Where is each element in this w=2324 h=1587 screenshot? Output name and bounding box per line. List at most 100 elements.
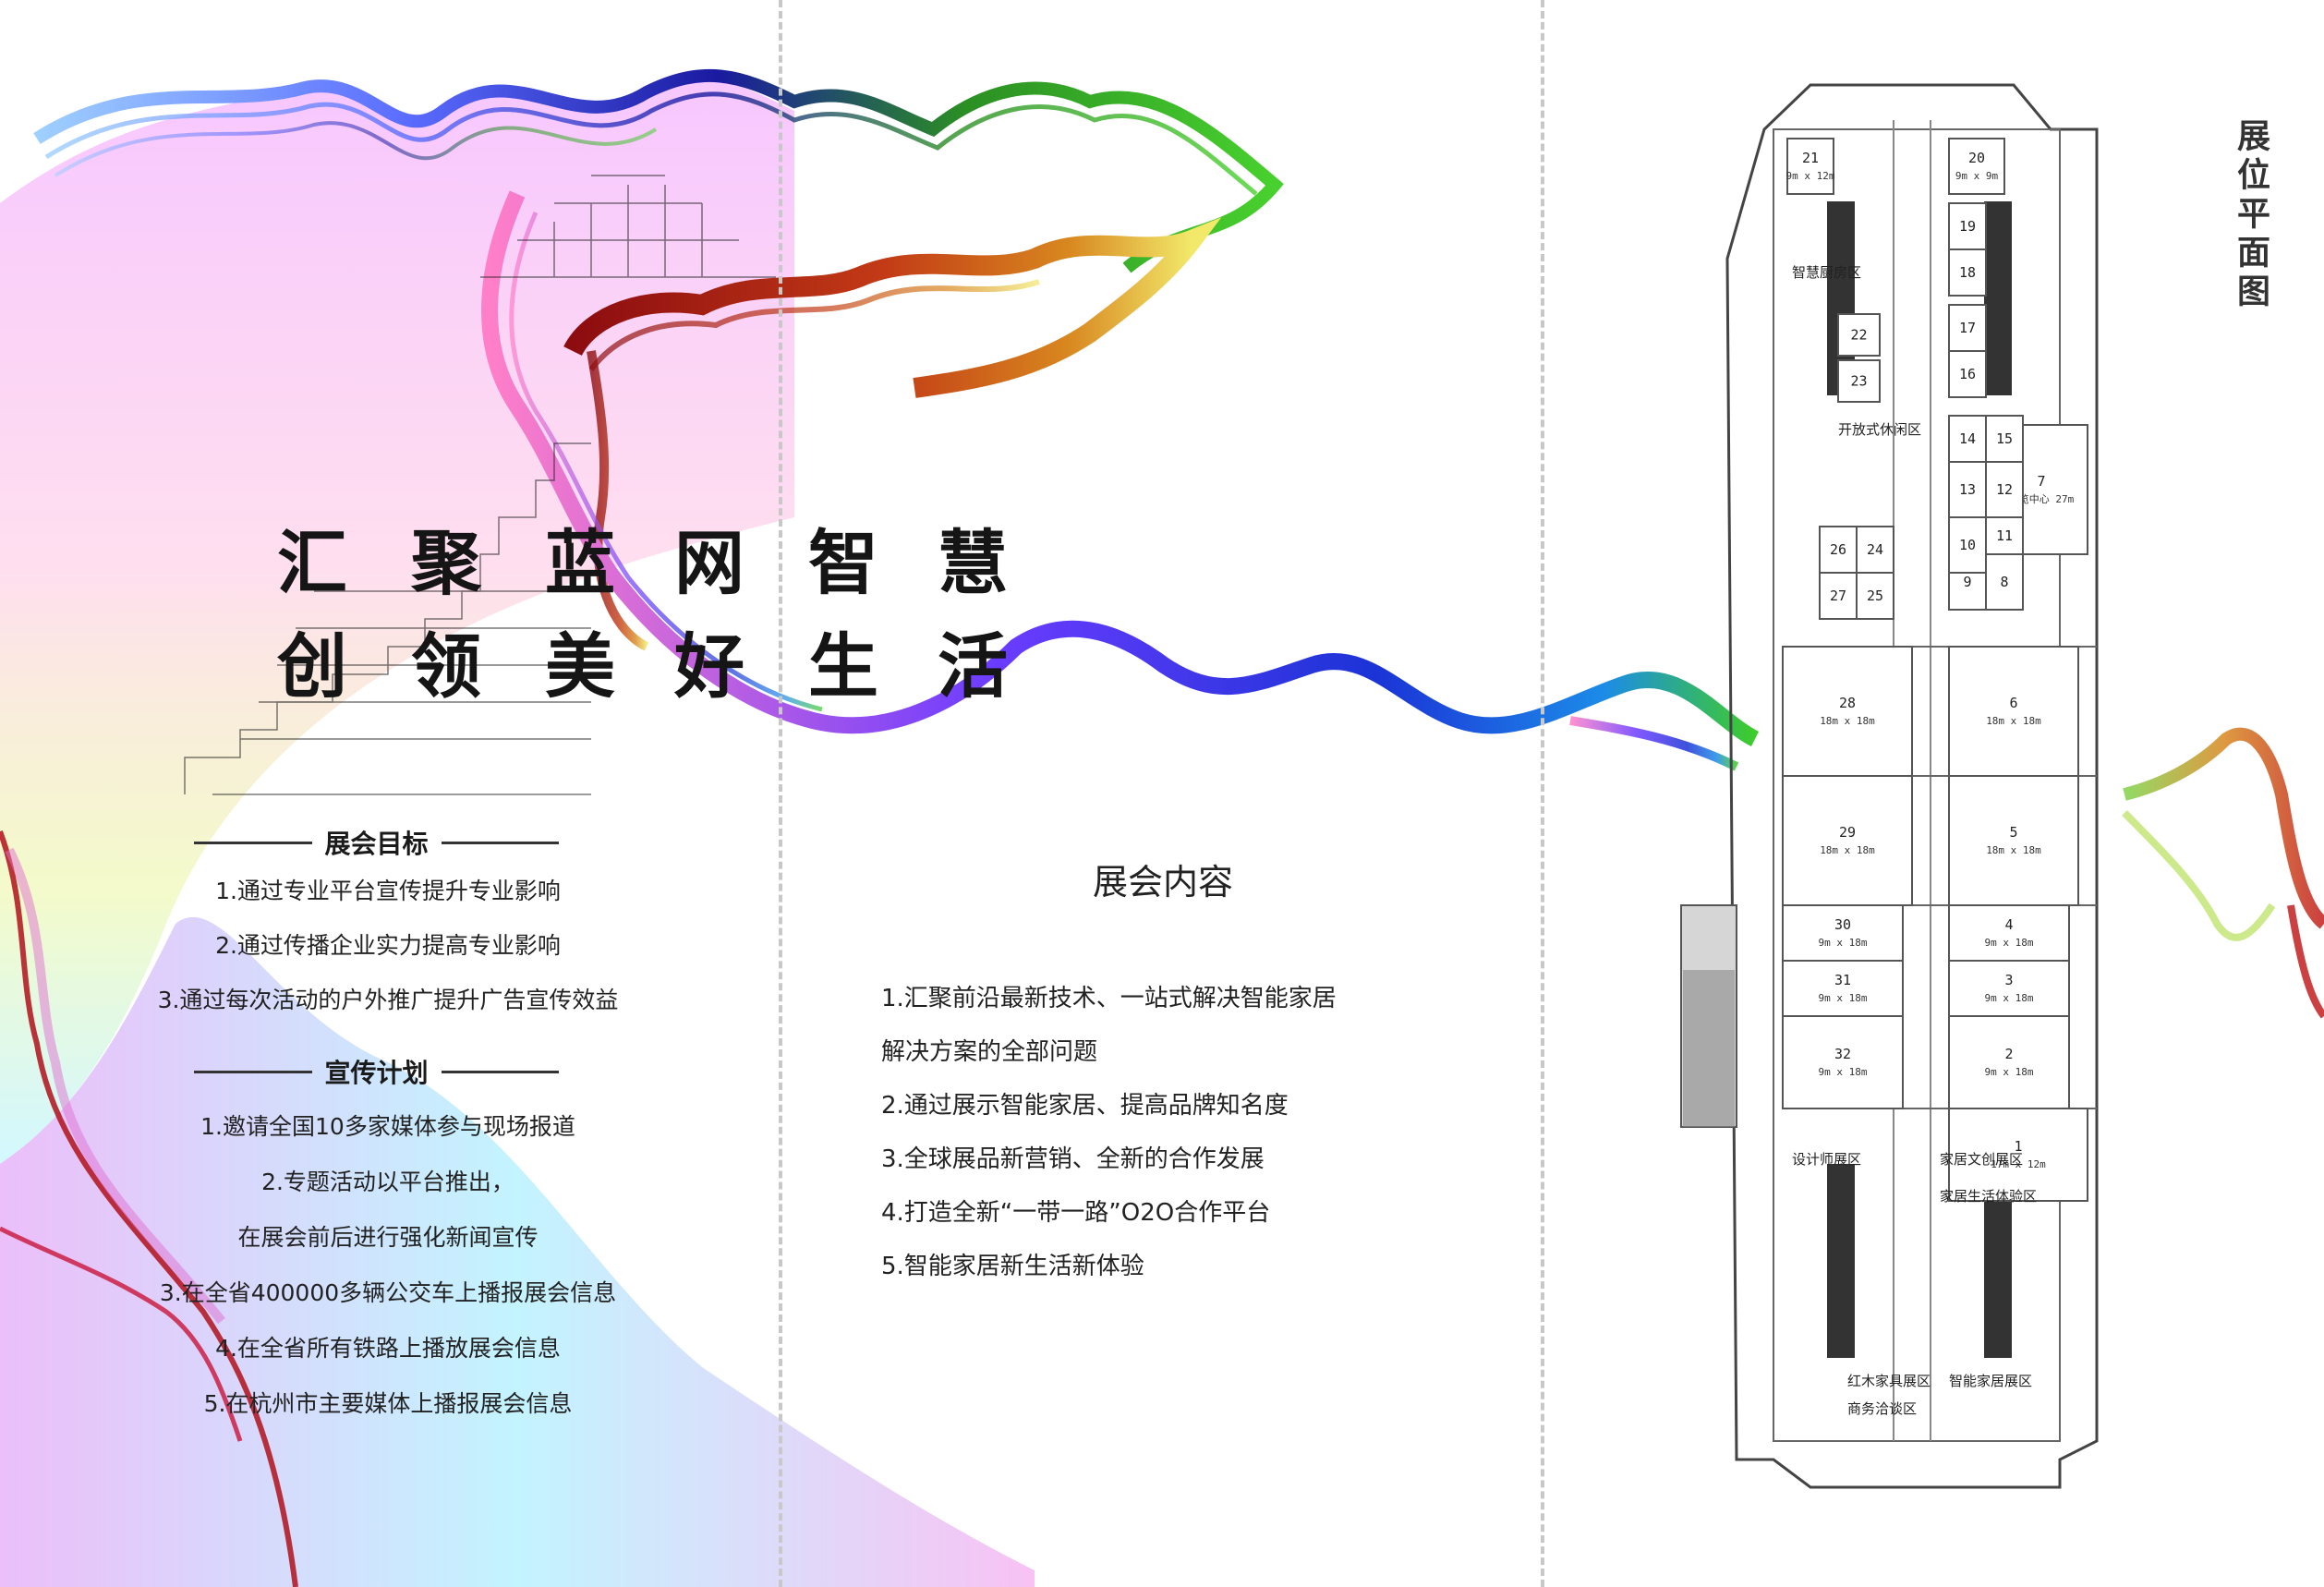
booth-outline xyxy=(1948,461,1987,518)
heading-rule xyxy=(441,841,560,844)
booth-outline xyxy=(1948,202,1987,250)
headline-char: 汇 xyxy=(277,522,349,604)
heading-rule xyxy=(194,1070,312,1073)
booth-number: 1 xyxy=(2014,1138,2022,1155)
skyline-lineart xyxy=(184,175,776,795)
content-list: 1.汇聚前沿最新技术、一站式解决智能家居 解决方案的全部问题 2.通过展示智能家… xyxy=(881,972,1337,1293)
booth-outline xyxy=(1819,526,1858,574)
booth-dimension: 展览中心 27m xyxy=(2009,492,2075,505)
booth-dimension: 9m x 18m xyxy=(1819,1066,1868,1078)
headline-char: 生 xyxy=(808,625,880,708)
booth-number: 14 xyxy=(1959,430,1976,447)
booth-outline xyxy=(1985,516,2024,555)
booth-number: 15 xyxy=(1996,430,2013,447)
booth-outline xyxy=(1985,461,2024,518)
goals-list: 1.通过专业平台宣传提升专业影响 2.通过传播企业实力提高专业影响 3.通过每次… xyxy=(111,864,665,1027)
booth: 17 xyxy=(1948,304,1987,352)
booth-number: 9 xyxy=(1963,574,1971,590)
floor-plan-label: 展位平面图 xyxy=(2232,118,2270,312)
zone-label: 智慧厨房区 xyxy=(1792,264,1861,281)
booth: 22 xyxy=(1837,313,1881,357)
headline-char: 活 xyxy=(938,625,1010,708)
booth: 24 xyxy=(1856,526,1894,574)
zone-label: 家居文创展区 xyxy=(1940,1151,2023,1168)
zone-label: 开放式休闲区 xyxy=(1838,421,1921,438)
booth: 16 xyxy=(1948,350,1987,398)
annex-shaded xyxy=(1683,970,1735,1127)
zone-label: 家居生活体验区 xyxy=(1940,1188,2037,1205)
plan-item: 5.在杭州市主要媒体上播报展会信息 xyxy=(203,1390,573,1417)
promotion-heading: 宣传计划 xyxy=(194,1053,560,1090)
booth-outline xyxy=(1948,904,2070,962)
booth-outline xyxy=(1948,138,2005,195)
booth-outline xyxy=(1782,904,1904,962)
headline-char: 创 xyxy=(277,625,349,708)
booth-number: 19 xyxy=(1959,218,1976,235)
booth-number: 10 xyxy=(1959,537,1976,553)
headline-char: 聚 xyxy=(411,522,483,604)
plan-item: 2.专题活动以平台推出， xyxy=(261,1169,514,1195)
booth-dimension: 18m x 18m xyxy=(1820,844,1875,856)
headline-char: 美 xyxy=(545,625,617,708)
booth-outline xyxy=(1948,1108,2088,1202)
heading-rule xyxy=(194,841,312,844)
goal-item: 1.通过专业平台宣传提升专业影响 xyxy=(215,878,561,904)
booth-dimension: 9m x 18m xyxy=(1819,937,1868,949)
booth-outline xyxy=(1837,359,1881,403)
booth-number: 28 xyxy=(1839,695,1856,711)
promotion-list: 1.邀请全国10多家媒体参与现场报道 2.专题活动以平台推出， 在展会前后进行强… xyxy=(102,1099,674,1432)
plan-item: 4.在全省所有铁路上播放展会信息 xyxy=(215,1335,561,1362)
booth-number: 22 xyxy=(1850,327,1867,344)
fold-line-right xyxy=(1541,0,1544,1587)
booth-outline xyxy=(1782,646,1913,777)
heading-rule xyxy=(441,1070,560,1073)
booth: 12 xyxy=(1985,461,2024,518)
goals-heading: 展会目标 xyxy=(194,824,560,861)
booth: 26 xyxy=(1819,526,1858,574)
zone-label: 智能家居展区 xyxy=(1949,1373,2032,1389)
booth-outline xyxy=(1948,304,1987,352)
zone-label: 商务洽谈区 xyxy=(1847,1400,1917,1417)
headline-line-2: 创 领 美 好 生 活 xyxy=(277,610,1008,708)
booth-outline xyxy=(1819,572,1858,620)
booth-outline xyxy=(1948,775,2079,906)
content-item: 3.全球展品新营销、全新的合作发展 xyxy=(881,1145,1265,1173)
plan-item: 3.在全省400000多辆公交车上播报展会信息 xyxy=(159,1279,617,1306)
stage-dark xyxy=(1827,1164,1855,1358)
booth-number: 13 xyxy=(1959,481,1976,498)
booth-number: 23 xyxy=(1850,373,1867,390)
booth: 27 xyxy=(1819,572,1858,620)
booth-outline xyxy=(1786,138,1834,195)
headline-char: 领 xyxy=(411,625,483,708)
booth-number: 16 xyxy=(1959,366,1976,382)
booth-number: 4 xyxy=(2004,916,2013,933)
goal-item: 3.通过每次活动的户外推广提升广告宣传效益 xyxy=(157,987,619,1013)
zone-labels: 开放式休闲区 智慧厨房区 设计师展区 家居文创展区 家居生活体验区 智能家居展区… xyxy=(1792,264,2037,1417)
booth-dimension: 9m x 18m xyxy=(1985,937,2034,949)
booth: 18 xyxy=(1948,248,1987,297)
booth-number: 7 xyxy=(2037,473,2045,490)
booth-dimension: 9m x 18m xyxy=(1819,992,1868,1004)
booth-number: 24 xyxy=(1867,541,1883,558)
booth-outline xyxy=(1948,960,2070,1017)
booth: 8 xyxy=(1985,553,2024,611)
headline-char: 智 xyxy=(808,522,880,604)
fold-line-left xyxy=(779,0,782,1587)
booth-number: 17 xyxy=(1959,320,1976,336)
booth-number: 2 xyxy=(2004,1046,2013,1062)
booth-outline xyxy=(1782,960,1904,1017)
stage-dark xyxy=(1984,201,2012,395)
booth-outline xyxy=(1837,313,1881,357)
booth: 23 xyxy=(1837,359,1881,403)
booth-outline xyxy=(1782,775,1913,906)
booth: 14 xyxy=(1948,415,1987,463)
